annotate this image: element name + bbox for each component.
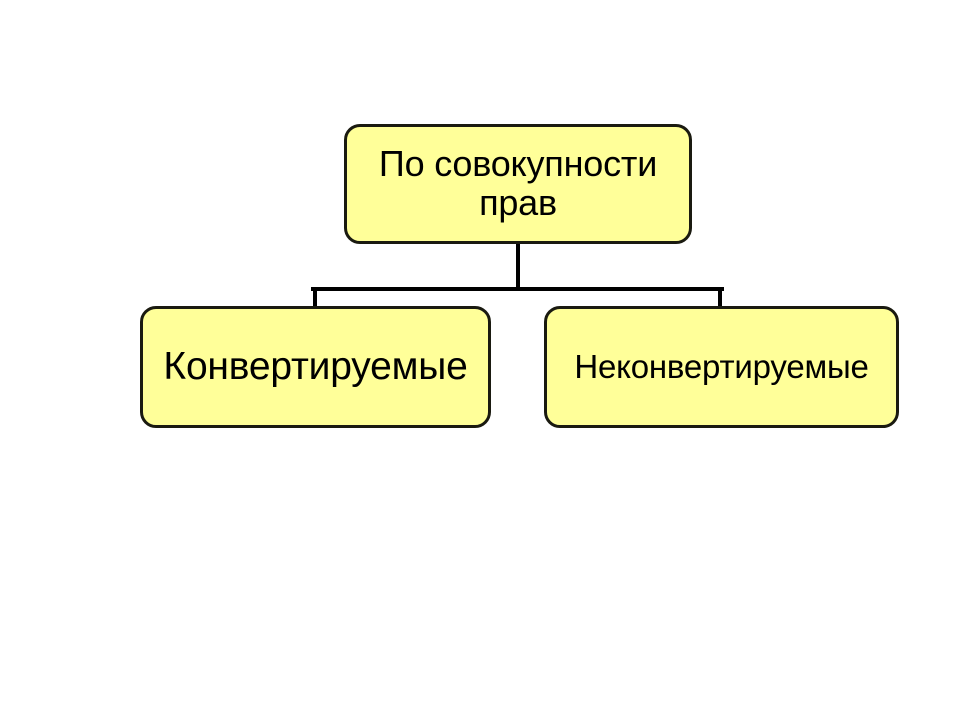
- node-convertible[interactable]: Конвертируемые: [140, 306, 491, 428]
- node-root[interactable]: По совокупности прав: [344, 124, 692, 244]
- node-nonconvertible[interactable]: Неконвертируемые: [544, 306, 899, 428]
